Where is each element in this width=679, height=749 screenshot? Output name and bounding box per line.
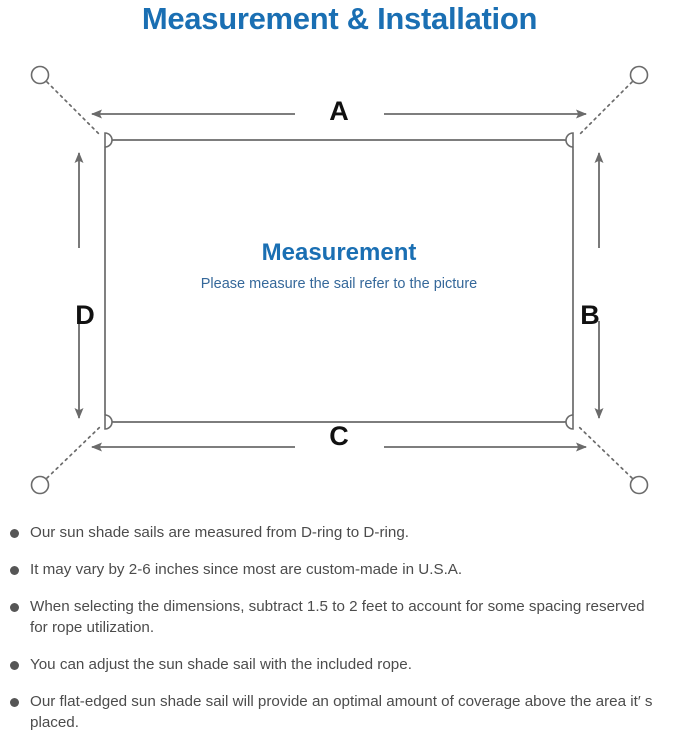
anchor-bottom-right-icon: [629, 475, 649, 495]
rope-bottom-left: [46, 425, 102, 479]
sail-center-label: Measurement Please measure the sail refe…: [105, 238, 573, 294]
bullet-icon: [10, 603, 19, 612]
list-item: It may vary by 2-6 inches since most are…: [0, 559, 679, 580]
d-ring-top-right-icon: [565, 132, 574, 148]
list-item: When selecting the dimensions, subtract …: [0, 596, 679, 638]
d-ring-top-left-icon: [104, 132, 113, 148]
dimension-label-d: D: [75, 300, 95, 330]
list-item: Our flat-edged sun shade sail will provi…: [0, 691, 679, 733]
rope-top-left: [46, 81, 102, 137]
rope-bottom-right: [577, 425, 633, 479]
sail-center-title: Measurement: [261, 239, 417, 266]
dimension-label-b: B: [580, 300, 600, 330]
rope-top-right: [577, 81, 633, 137]
note-text: You can adjust the sun shade sail with t…: [30, 656, 412, 673]
sail-body: [104, 139, 574, 423]
d-ring-bottom-right-icon: [565, 414, 574, 430]
note-text: When selecting the dimensions, subtract …: [30, 598, 645, 636]
note-text: Our sun shade sails are measured from D-…: [30, 524, 409, 541]
dimension-label-a: A: [329, 96, 349, 126]
page-title: Measurement & Installation: [141, 1, 538, 36]
anchor-bottom-left-icon: [30, 475, 50, 495]
bullet-icon: [10, 661, 19, 670]
d-ring-bottom-left-icon: [104, 414, 113, 430]
notes-list: Our sun shade sails are measured from D-…: [0, 522, 679, 749]
bullet-icon: [10, 698, 19, 707]
diagram-container: Measurement Please measure the sail refe…: [0, 48, 679, 518]
anchor-top-left-icon: [30, 65, 50, 85]
sail-center-subtitle: Please measure the sail refer to the pic…: [200, 276, 478, 292]
bullet-icon: [10, 566, 19, 575]
sail-diagram-graphic: [30, 65, 649, 495]
note-text: Our flat-edged sun shade sail will provi…: [30, 693, 653, 731]
anchor-top-right-icon: [629, 65, 649, 85]
bullet-icon: [10, 529, 19, 538]
list-item: Our sun shade sails are measured from D-…: [0, 522, 679, 543]
note-text: It may vary by 2-6 inches since most are…: [30, 561, 463, 578]
dimension-label-c: C: [329, 421, 349, 451]
list-item: You can adjust the sun shade sail with t…: [0, 654, 679, 675]
